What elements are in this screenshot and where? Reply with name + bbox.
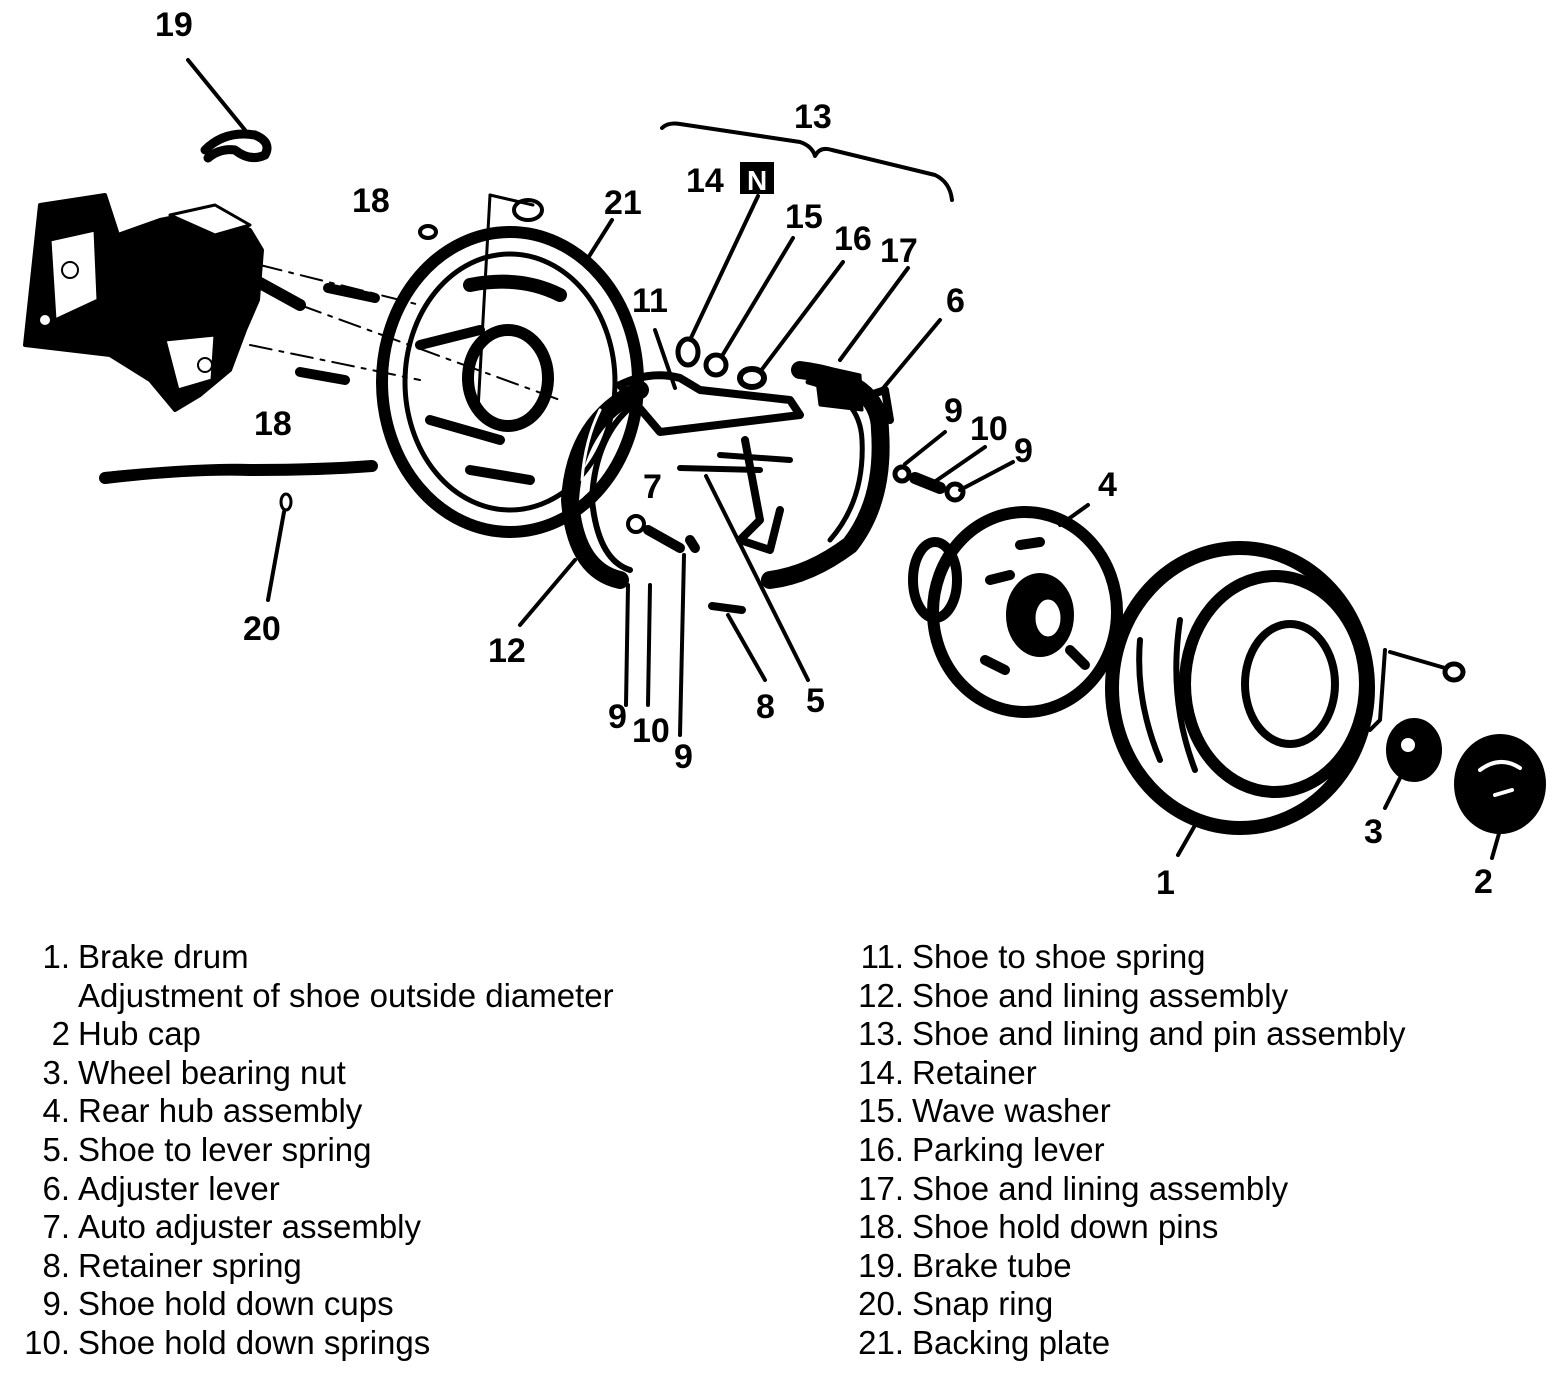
callout-5: 5 (806, 682, 825, 720)
wheel-bearing-nut-part (1383, 718, 1442, 810)
legend-row: 7.Auto adjuster assembly (42, 1208, 422, 1246)
legend-row: 17.Shoe and lining assembly (858, 1169, 1289, 1207)
shoe-lining-right-part (761, 266, 942, 589)
parking-cable-part (99, 460, 378, 602)
callout-6: 6 (946, 282, 965, 320)
legend-row: 15.Wave washer (858, 1092, 1111, 1130)
callout-18-lower: 18 (254, 405, 292, 443)
callout-21: 21 (604, 184, 642, 222)
callout-9-left-a: 9 (608, 698, 627, 736)
rear-hub-part (908, 503, 1123, 718)
axle-housing-part (23, 193, 306, 412)
callout-1: 1 (1156, 864, 1175, 900)
callout-2: 2 (1474, 863, 1493, 900)
legend-row: 4.Rear hub assembly (42, 1092, 363, 1130)
brake-drum-part (1105, 541, 1466, 857)
legend-row: 20.Snap ring (858, 1285, 1054, 1323)
callout-18-upper: 18 (352, 182, 390, 220)
callout-17: 17 (880, 232, 918, 270)
callout-9-right-b: 9 (1014, 432, 1033, 470)
callout-3: 3 (1364, 813, 1383, 851)
callout-20: 20 (243, 610, 281, 648)
brake-tube-part (186, 58, 272, 163)
callout-19: 19 (155, 6, 193, 44)
exploded-brake-diagram: 19 18 18 20 21 13 14 N 15 16 17 11 6 7 1… (23, 6, 1546, 900)
callout-10-right: 10 (970, 410, 1008, 448)
legend-row: 1.Brake drum (42, 938, 249, 975)
backing-plate-part (376, 193, 644, 538)
legend-row: 9.Shoe hold down cups (42, 1285, 394, 1323)
bracket-13 (660, 121, 954, 202)
legend-row: 14.Retainer (858, 1053, 1037, 1091)
legend-row: 3.Wheel bearing nut (42, 1053, 346, 1091)
callout-16: 16 (834, 220, 872, 258)
callout-13: 13 (794, 98, 832, 136)
callout-12: 12 (488, 632, 526, 670)
callout-11: 11 (632, 282, 668, 320)
callout-10-left: 10 (632, 712, 670, 750)
n-badge (740, 162, 774, 194)
shoe-top-parts (616, 194, 845, 682)
legend-row: Adjustment of shoe outside diameter (78, 976, 614, 1014)
legend-row: 18.Shoe hold down pins (858, 1208, 1219, 1246)
callout-15: 15 (785, 198, 823, 236)
callout-9-left-b: 9 (674, 738, 693, 776)
parts-legend-right: 11.Shoe to shoe spring 12.Shoe and linin… (832, 938, 1552, 1363)
callout-n-badge-letter: N (747, 165, 767, 196)
hub-cap-part (1454, 734, 1546, 860)
legend-row: 13.Shoe and lining and pin assembly (858, 1015, 1406, 1053)
shoe-lining-left-part (518, 381, 700, 737)
legend-row: 12.Shoe and lining assembly (858, 976, 1289, 1014)
legend-row: 21.Backing plate (858, 1323, 1111, 1361)
callout-7: 7 (643, 468, 662, 506)
legend-row: 11.Shoe to shoe spring (860, 938, 1206, 975)
callout-8: 8 (756, 688, 775, 726)
hold-down-cups-right (892, 430, 1015, 503)
callout-4: 4 (1098, 466, 1117, 504)
legend-row: 6.Adjuster lever (42, 1169, 280, 1207)
legend-row: 5.Shoe to lever spring (42, 1130, 372, 1168)
parts-legend-left: 1.Brake drum Adjustment of shoe outside … (0, 938, 780, 1363)
legend-row: 10.Shoe hold down springs (24, 1323, 431, 1361)
callout-14: 14 (686, 162, 724, 200)
callout-9-right-a: 9 (944, 392, 963, 430)
legend-row: 19.Brake tube (858, 1246, 1072, 1284)
legend-row: 16.Parking lever (858, 1130, 1105, 1168)
legend-row: 8.Retainer spring (42, 1246, 302, 1284)
shoe-hold-down-pins-part (295, 224, 438, 385)
